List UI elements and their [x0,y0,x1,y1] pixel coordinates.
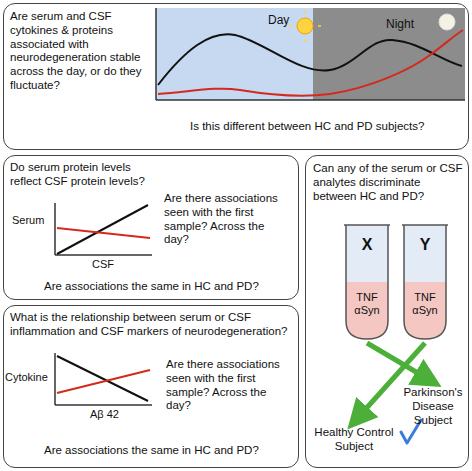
node-heading: X [344,235,390,254]
tube-fluid [346,282,388,339]
tube-empty [346,225,388,282]
x-axis [55,404,152,406]
node-heading: What is the relationship between serum o… [10,311,292,339]
question-panel: Do serum protein levels reflect CSF prot… [3,155,299,300]
axis-label: Night [386,17,414,31]
sun-ray [318,25,321,27]
sun-ray [304,10,306,13]
night-band [313,8,465,100]
x-axis [156,99,465,101]
node-text: TNF αSyn [346,291,388,317]
day-band [156,8,313,100]
node-heading: Can any of the serum or CSF analytes dis… [313,162,463,203]
question-panel: Can any of the serum or CSF analytes dis… [305,155,469,468]
sun-rays [289,10,321,42]
tube-empty [404,225,446,282]
y-axis [54,353,56,405]
node-heading: Do serum protein levels reflect CSF prot… [10,161,160,189]
node-text: Are associations the same in HC and PD? [44,444,294,458]
node-heading: Healthy Control Subject [309,426,399,454]
node-text: Are associations the same in HC and PD? [44,280,294,294]
tube-rim [344,224,390,226]
axis-label: Aβ 42 [90,408,119,421]
red-line [57,370,150,393]
moon-icon [439,14,455,30]
tube-fluid [404,282,446,339]
node-heading: Y [402,235,448,254]
black-curve [158,34,462,85]
node-text: Are there associations seen with the fir… [166,358,294,413]
sample-tube: Y TNF αSyn [402,223,448,341]
sun-ray [304,39,306,42]
y-axis [54,203,56,255]
red-curve [158,30,463,96]
black-line [57,356,148,401]
tube-rim [402,224,448,226]
x-axis [55,254,152,256]
axis-label: Day [268,13,289,27]
red-line [57,228,150,238]
node-heading: Are serum and CSF cytokines & proteins a… [10,10,158,93]
axis-label: Serum [12,214,44,227]
axis-label: CSF [92,258,114,271]
y-axis [155,8,157,100]
node-heading: Parkinson's Disease Subject [400,386,466,427]
outcome-label: Parkinson's Disease Subject [400,386,466,430]
node-text: TNF αSyn [404,291,446,317]
outcome-label: Healthy Control Subject [309,426,399,460]
question-panel: What is the relationship between serum o… [3,305,299,468]
node-text: Are there associations seen with the fir… [164,192,292,247]
sun-ray [289,25,292,27]
node-text: Is this different between HC and PD subj… [190,120,460,134]
sample-tube: X TNF αSyn [344,223,390,341]
sun-icon [297,18,313,34]
axis-label: Cytokine [5,371,48,384]
